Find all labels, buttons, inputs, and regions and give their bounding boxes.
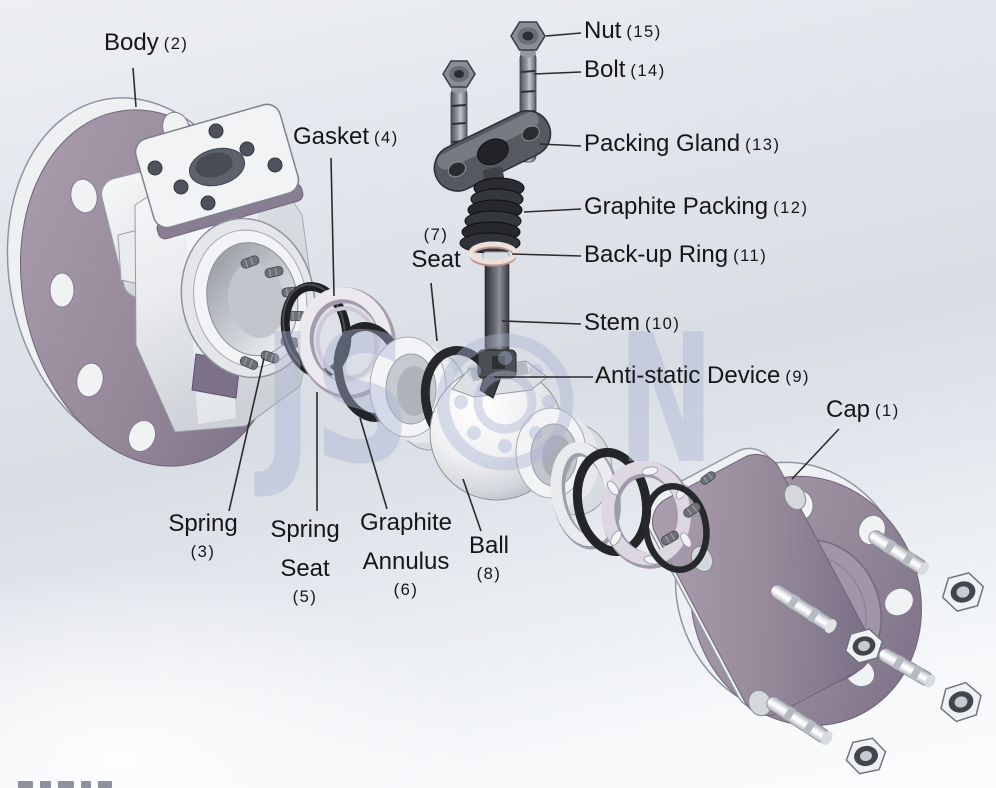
leader-graphite-packing xyxy=(523,208,582,213)
label-seat: (7)Seat xyxy=(411,226,461,273)
packing-gland-part xyxy=(433,110,552,192)
label-graphite-packing: Graphite Packing(12) xyxy=(584,193,809,220)
label-spring: Spring(3) xyxy=(168,510,238,561)
leader-bolt xyxy=(533,71,582,75)
label-gasket: Gasket(4) xyxy=(293,123,399,150)
watermark-text-right: N xyxy=(618,296,714,503)
body-top-pad xyxy=(134,103,304,240)
body-flange-holes xyxy=(49,111,190,453)
label-bolt: Bolt(14) xyxy=(584,56,666,83)
leader-nut xyxy=(545,32,582,37)
leader-lines xyxy=(132,32,840,532)
stem-assembly xyxy=(433,21,552,399)
cropped-text-fragment xyxy=(18,781,112,788)
label-anti-static: Anti-static Device(9) xyxy=(595,362,811,389)
leader-ball xyxy=(462,478,482,532)
leader-spring xyxy=(228,357,265,512)
label-packing-gland: Packing Gland(13) xyxy=(584,130,781,157)
leader-seat xyxy=(430,282,438,342)
leader-cap xyxy=(791,428,840,480)
label-nut: Nut(15) xyxy=(584,17,662,44)
label-backup-ring: Back-up Ring(11) xyxy=(584,241,768,268)
leader-stem xyxy=(501,320,582,325)
nut-part xyxy=(510,21,546,51)
leader-backup-ring xyxy=(511,253,582,257)
label-cap: Cap(1) xyxy=(826,396,900,423)
body-assembly xyxy=(6,97,317,467)
cap-small-studs xyxy=(661,471,716,546)
label-stem: Stem(10) xyxy=(584,309,681,336)
leader-gasket xyxy=(330,157,335,297)
leader-graphite-annulus xyxy=(359,417,388,510)
watermark-text-left: JS xyxy=(254,296,412,503)
cap-studs xyxy=(766,530,936,745)
label-body: Body(2) xyxy=(104,29,189,56)
thin-o-ring-right xyxy=(642,483,710,573)
cap-assembly xyxy=(644,447,985,775)
watermark: JS N xyxy=(254,296,714,503)
bearing-icon xyxy=(436,333,574,471)
nut-left xyxy=(442,60,476,88)
cap-nuts xyxy=(844,572,985,775)
backup-ring-part xyxy=(468,241,518,267)
label-ball: Ball(8) xyxy=(468,532,510,583)
leader-body xyxy=(132,67,137,108)
leader-packing-gland xyxy=(539,143,582,147)
